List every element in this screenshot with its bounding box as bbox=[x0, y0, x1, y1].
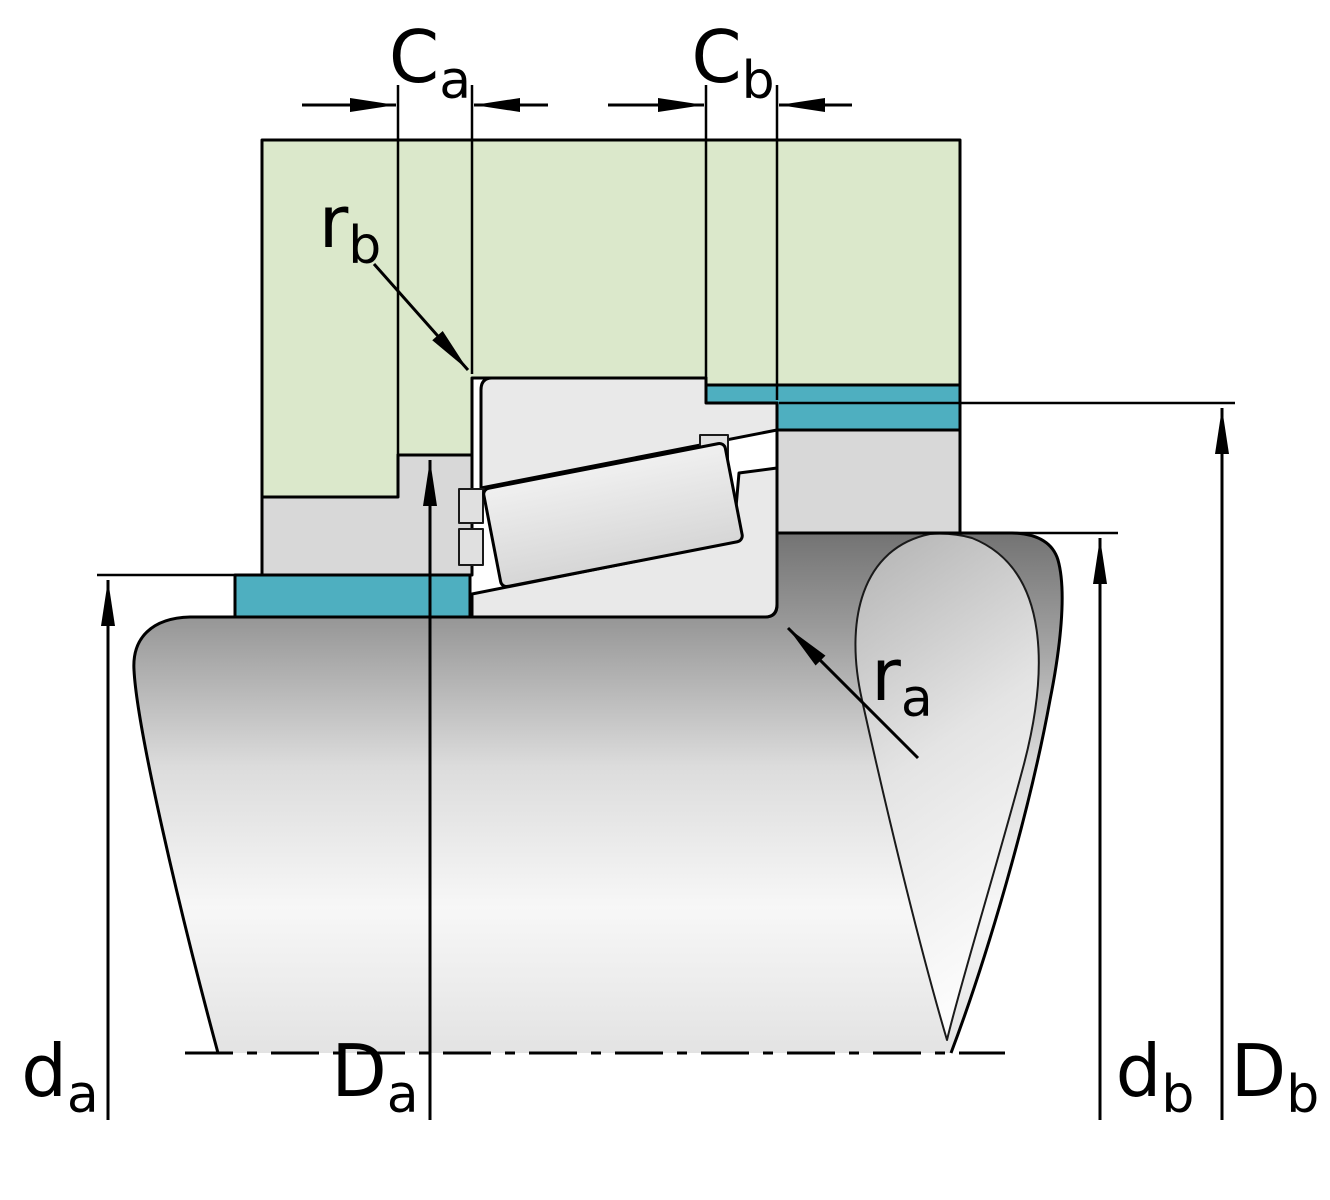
label-Ca: Ca bbox=[389, 15, 471, 111]
label-rb: rb bbox=[319, 180, 382, 276]
bearing-cage-left-upper bbox=[458, 488, 484, 524]
label-db: db bbox=[1116, 1029, 1195, 1125]
tapered-roller bbox=[482, 441, 744, 589]
bearing-section bbox=[458, 376, 779, 619]
label-Cb: Cb bbox=[691, 15, 774, 111]
shaft-contact-strip bbox=[233, 573, 472, 619]
ra-leader-arrow bbox=[786, 626, 920, 760]
label-ra: ra bbox=[871, 633, 932, 729]
shaft-section bbox=[133, 533, 1063, 1053]
bearing-outer-ring bbox=[479, 376, 779, 490]
label-da: da bbox=[21, 1029, 99, 1125]
rb-leader-arrow bbox=[372, 263, 470, 371]
label-Db: Db bbox=[1231, 1029, 1319, 1125]
shaft-fillet-highlight bbox=[854, 532, 1040, 1041]
label-Da: Da bbox=[331, 1029, 418, 1125]
dimension-lines bbox=[101, 98, 1229, 1120]
bearing-cage-left-lower bbox=[458, 528, 484, 566]
right-abutment-spacer bbox=[775, 428, 962, 535]
extension-lines bbox=[97, 85, 1235, 577]
dimension-labels: Ca Cb rb ra da Da db Db bbox=[21, 15, 1319, 1125]
